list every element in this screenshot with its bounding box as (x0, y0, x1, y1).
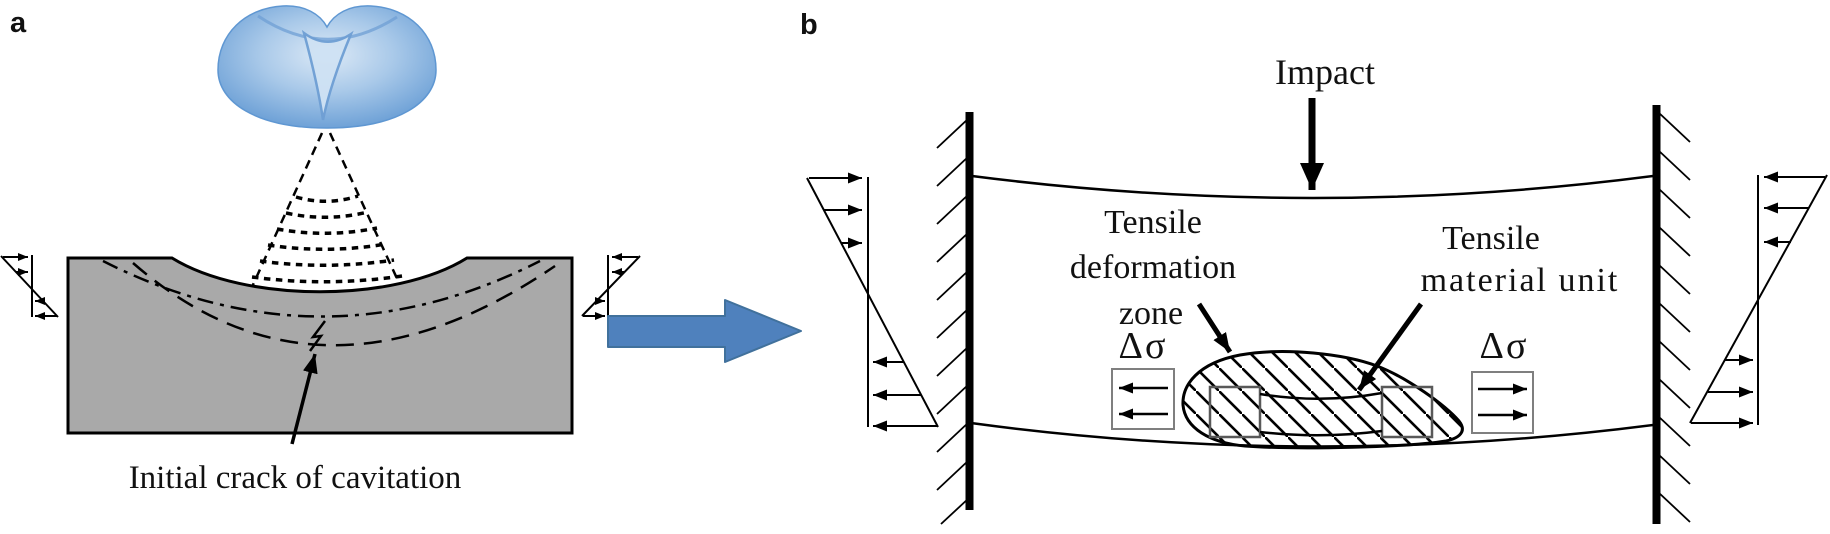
shear-profile-right-a (581, 253, 641, 320)
crack-annotation: Initial crack of cavitation (129, 353, 462, 496)
unit-neck-bottom (1259, 429, 1383, 437)
fixed-wall-left (936, 112, 974, 525)
bubble-dimple-line (257, 14, 398, 41)
transition-arrow-icon (607, 299, 802, 363)
shockwave-cone (250, 132, 403, 288)
cavitation-bubble-icon (217, 5, 437, 129)
beam-top-curve (971, 174, 1654, 200)
crack-caption: Initial crack of cavitation (129, 460, 462, 496)
impact-label: Impact (1275, 52, 1375, 92)
crack-bolt-icon (308, 320, 326, 352)
unit-label-line2: material unit (1421, 262, 1620, 299)
unit-pointer-arrow (1356, 302, 1424, 392)
bubble-jet-funnel (301, 29, 354, 121)
delta-sigma-right: Δσ (1471, 325, 1534, 434)
panel-b: b (800, 9, 1828, 525)
stress-profile-left-b (806, 172, 939, 432)
delta-sigma-left-label: Δσ (1119, 325, 1168, 367)
delta-sigma-right-box (1471, 371, 1534, 434)
wall-hatch-lines-right (1657, 111, 1691, 523)
shear-profile-left-a (0, 253, 59, 320)
panel-b-label: b (800, 9, 818, 41)
material-unit-annotation: Tensile material unit (1356, 220, 1620, 392)
shockwave-fronts (251, 194, 403, 284)
panel-a: a (0, 5, 641, 496)
delta-sigma-left-box (1111, 368, 1175, 430)
unit-neck-top (1259, 391, 1383, 400)
zone-label-line3: zone (1119, 295, 1183, 332)
impact-annotation: Impact (1275, 52, 1375, 190)
unit-square-left (1208, 385, 1262, 439)
cone-side-right (328, 132, 402, 286)
zone-label-line1: Tensile (1104, 204, 1202, 241)
delta-sigma-right-label: Δσ (1480, 325, 1529, 367)
crack-arrow (290, 353, 318, 445)
unit-label-line1: Tensile (1442, 220, 1540, 257)
stress-profile-right-b (1689, 171, 1828, 429)
wavefront-arc-dashed (132, 262, 556, 347)
wall-hatch-lines-left (936, 117, 970, 525)
unit-square-right (1380, 385, 1434, 439)
tensile-zone-annotation: Tensile deformation zone (1070, 204, 1236, 354)
zone-pointer-arrow (1196, 302, 1233, 354)
tensile-material-unit (1208, 385, 1434, 439)
wavefront-arc-dashdot (102, 259, 541, 318)
panel-a-label: a (10, 7, 27, 39)
fixed-wall-right (1652, 105, 1691, 524)
delta-sigma-left: Δσ (1111, 325, 1175, 430)
zone-label-line2: deformation (1070, 249, 1236, 286)
